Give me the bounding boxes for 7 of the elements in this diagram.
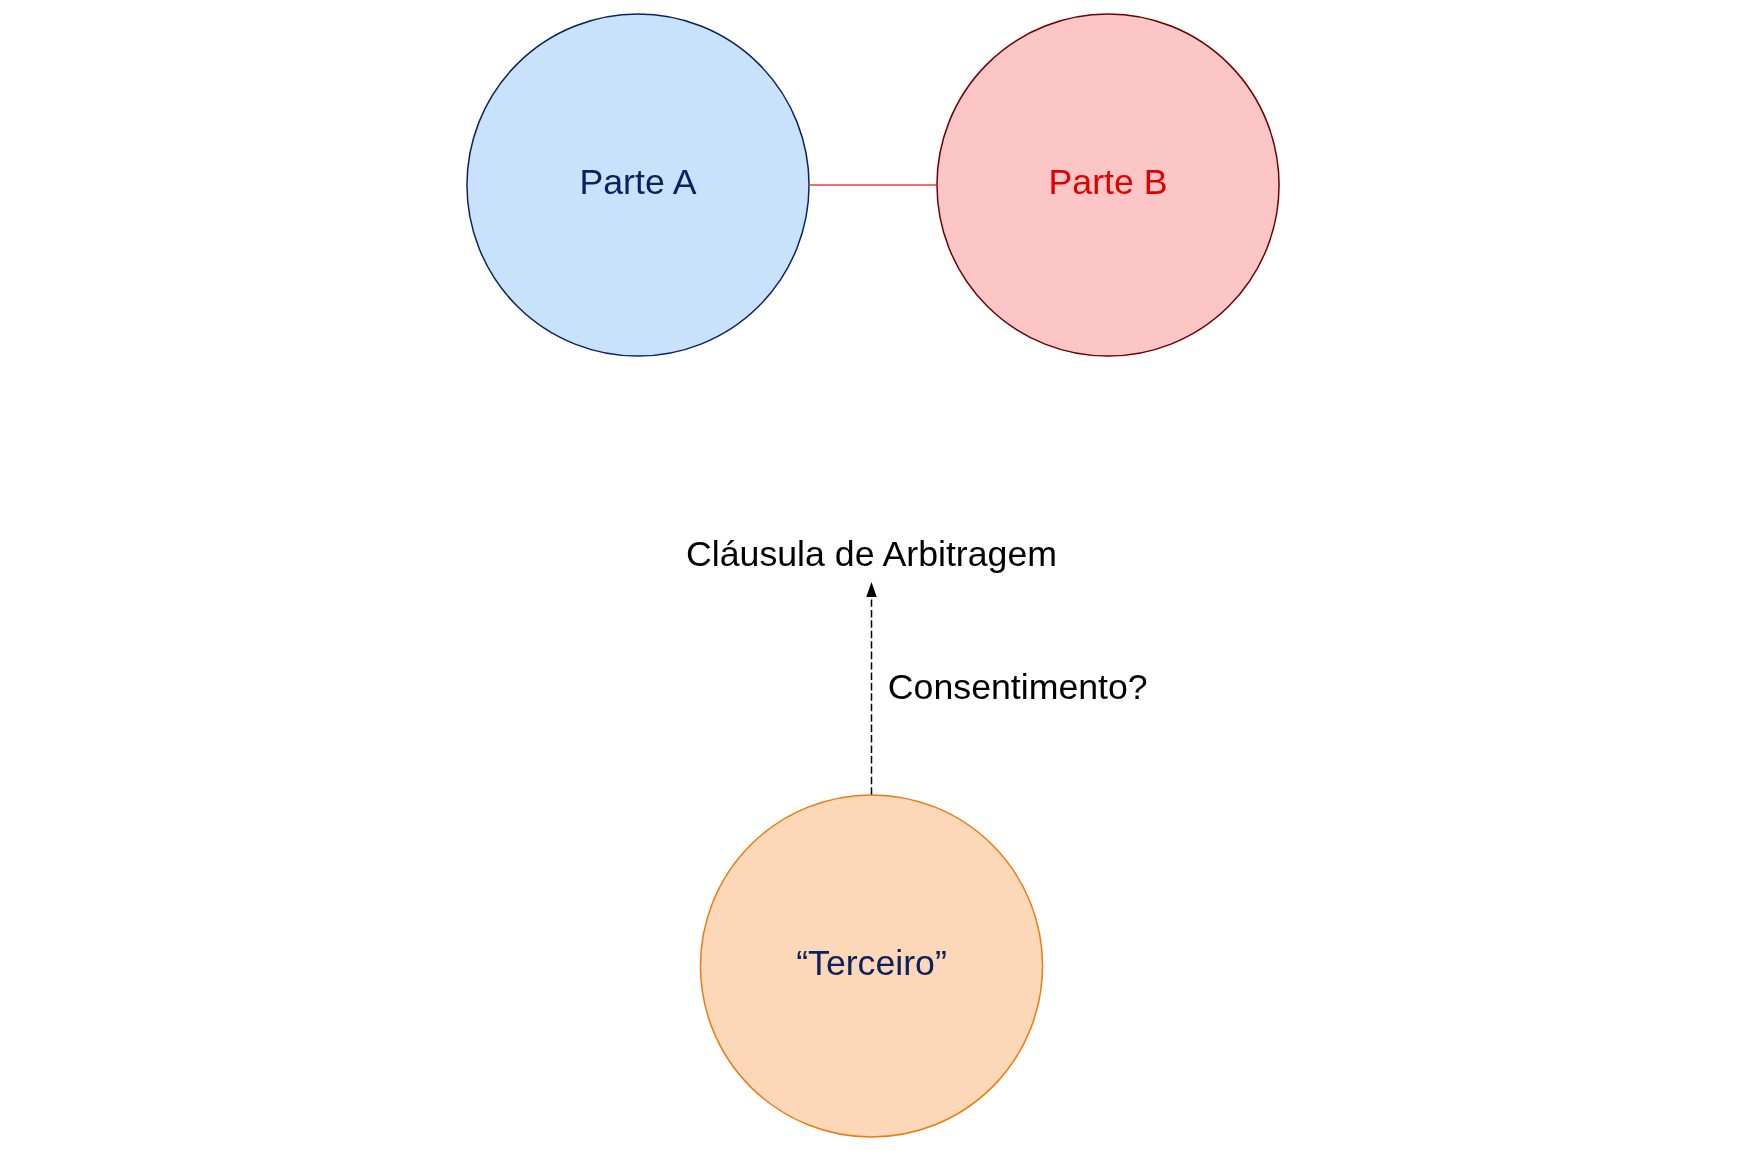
edge-label: Consentimento? [887, 666, 1148, 707]
node-circle: “Terceiro” [699, 794, 1044, 1138]
node-circle: Parte B [936, 13, 1280, 357]
node-circle: Parte A [466, 13, 810, 357]
node-text: Cláusula de Arbitragem [686, 534, 1057, 575]
connector [808, 184, 938, 186]
arrow [866, 582, 877, 796]
